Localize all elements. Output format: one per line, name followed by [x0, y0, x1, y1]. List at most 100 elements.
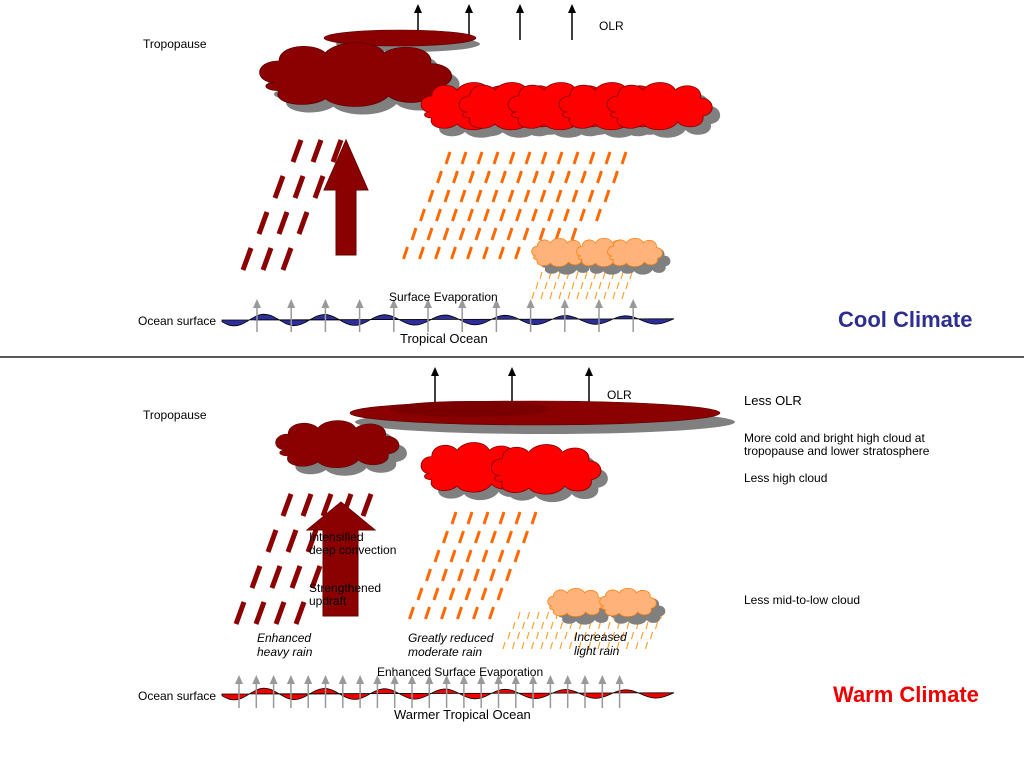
- moderate-rain-streak: [491, 189, 499, 203]
- light-rain-streak: [594, 291, 598, 300]
- evaporation-arrow-head: [287, 299, 296, 308]
- moderate-rain-streak: [432, 587, 440, 601]
- heavy-rain-streak: [265, 529, 279, 553]
- light-rain-streak: [530, 641, 535, 650]
- heavy-rain-streak: [233, 601, 247, 625]
- light-rain-streak: [521, 641, 525, 650]
- light-rain-streak: [502, 641, 506, 650]
- updraft-arrow: [305, 501, 377, 617]
- moderate-rain-streak: [466, 246, 473, 260]
- evaporation-arrow-head: [563, 675, 572, 684]
- evaporation-arrow-head: [269, 675, 278, 684]
- moderate-rain-streak: [458, 227, 466, 241]
- moderate-rain-streak: [596, 170, 603, 184]
- moderate-rain-streak: [564, 170, 571, 184]
- moderate-rain-streak: [492, 151, 500, 165]
- moderate-rain-streak: [435, 208, 442, 222]
- moderate-rain-streak: [522, 227, 530, 241]
- evaporation-arrow-head: [408, 675, 416, 684]
- light-rain-streak: [531, 291, 535, 300]
- evaporation-arrow-head: [321, 299, 330, 308]
- moderate-rain-streak: [570, 227, 578, 241]
- low-cloud: [547, 587, 605, 618]
- evaporation-arrow-head: [355, 299, 364, 308]
- warm-climate-title: Warm Climate: [833, 682, 979, 707]
- light-rain-streak: [549, 641, 554, 650]
- light-rain-streak: [585, 291, 589, 300]
- moderate-rain-streak: [506, 227, 514, 241]
- evaporation-arrow-head: [494, 675, 503, 684]
- light-rain-streak: [602, 631, 606, 640]
- moderate-rain-streak: [483, 208, 490, 222]
- evaporation-arrow-head: [442, 675, 451, 684]
- evaporation-arrow-head: [321, 675, 330, 684]
- note-less-mid-low-cloud: Less mid-to-low cloud: [744, 593, 861, 607]
- warm-ocean-surface: [221, 687, 675, 701]
- light-rain-streak: [621, 291, 625, 300]
- light-rain-streak: [654, 621, 659, 630]
- moderate-rain-streak: [426, 227, 434, 241]
- moderate-rain-streak: [579, 208, 586, 222]
- light-rain-streak: [536, 611, 540, 620]
- moderate-rain-streak: [500, 170, 507, 184]
- moderate-rain-streak: [473, 568, 480, 582]
- moderate-rain-streak: [531, 208, 538, 222]
- heavy-rain-streak: [280, 493, 294, 517]
- light-rain-streak: [535, 631, 540, 640]
- moderate-rain-streak: [498, 246, 505, 260]
- moderate-rain-streak: [482, 246, 489, 260]
- heavy-rain-streak: [249, 565, 263, 589]
- cool-evaporation-label: Surface Evaporation: [389, 290, 498, 304]
- moderate-rain-streak: [450, 246, 457, 260]
- heavy-rain-streak: [290, 139, 304, 163]
- warm-ocean-surface-label: Ocean surface: [138, 689, 217, 703]
- evaporation-arrow-head: [615, 675, 624, 684]
- moderate-rain-streak: [490, 227, 498, 241]
- moderate-rain-streak: [516, 170, 523, 184]
- heavy-rain-streak: [253, 601, 267, 625]
- evaporation-arrow-head: [581, 675, 589, 684]
- heavy-rain-streak: [300, 493, 314, 517]
- moderate-rain-streak: [481, 549, 489, 563]
- moderate-rain-streak: [522, 530, 529, 544]
- light-rain-streak: [573, 631, 578, 640]
- evaporation-arrow-head: [252, 675, 261, 684]
- moderate-rain-streak: [555, 189, 563, 203]
- moderate-rain-streak: [452, 170, 459, 184]
- light-rain-streak: [517, 611, 521, 620]
- warm-olr-label: OLR: [607, 388, 632, 402]
- light-rain-streak: [540, 641, 544, 650]
- evaporation-arrow-head: [235, 675, 243, 684]
- light-rain-streak: [584, 271, 588, 280]
- light-rain-streak: [592, 631, 597, 640]
- moderate-rain-streak: [489, 568, 496, 582]
- moderate-rain-streak: [514, 511, 522, 525]
- moderate-rain-streak: [498, 511, 506, 525]
- moderate-rain-streak: [450, 511, 458, 525]
- light-rain-streak: [535, 281, 539, 290]
- evaporation-arrow-head: [424, 299, 432, 308]
- light-rain-streak: [540, 291, 544, 300]
- evaporation-arrow-head: [390, 675, 399, 684]
- heavy-rain-streaks: [233, 493, 374, 625]
- evaporation-arrow-head: [253, 299, 261, 308]
- moderate-rain-streak: [474, 530, 481, 544]
- moderate-rain-streak: [451, 208, 458, 222]
- moderate-rain-streak: [444, 151, 452, 165]
- moderate-rain-streak: [595, 208, 602, 222]
- heavy-rain-streak: [360, 493, 374, 517]
- light-rain-streak: [587, 641, 592, 650]
- light-rain-streak: [583, 631, 587, 640]
- moderate-rain-streak: [456, 606, 463, 620]
- cool-olr-label: OLR: [599, 19, 624, 33]
- updraft-arrow: [323, 138, 369, 256]
- olr-arrow-head: [508, 367, 516, 376]
- moderate-rain-streak: [588, 151, 596, 165]
- moderate-rain-streak: [523, 189, 531, 203]
- light-rain-streak: [568, 641, 573, 650]
- moderate-rain-streak: [563, 208, 570, 222]
- olr-arrow-head: [465, 4, 473, 13]
- moderate-rain-streak: [532, 170, 539, 184]
- light-rain-streak: [553, 281, 557, 290]
